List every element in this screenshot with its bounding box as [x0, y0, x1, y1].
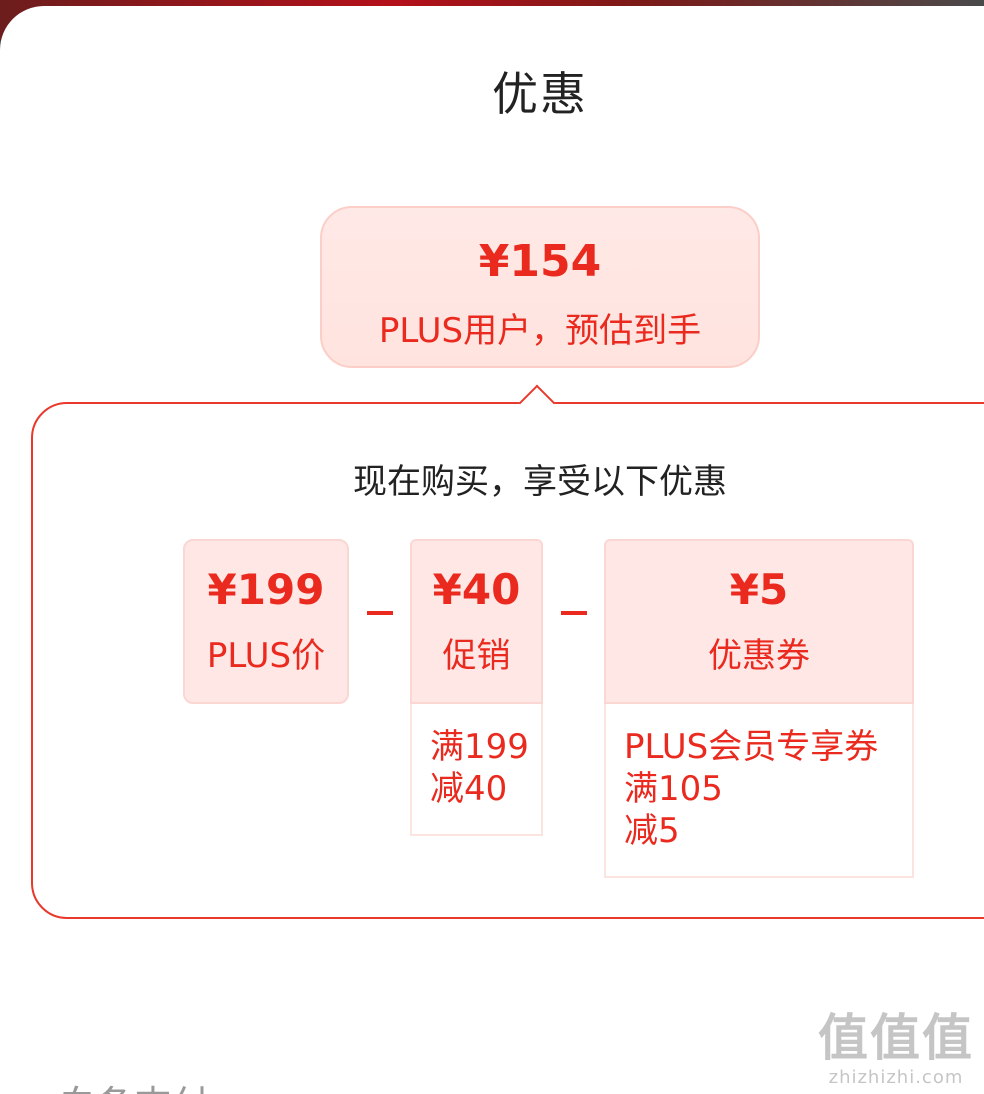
promotion-label: 促销: [442, 636, 511, 676]
coupon-label: 优惠券: [708, 636, 810, 676]
sheet-title: 优惠: [492, 67, 588, 121]
minus-icon: [561, 611, 587, 615]
coupon-detail-line: PLUS会员专享券: [624, 727, 879, 767]
coupon-detail-line: 减5: [624, 811, 680, 851]
promotion-card: ¥40 促销: [410, 539, 543, 704]
promotion-amount: ¥40: [432, 565, 521, 614]
minus-icon: [367, 611, 393, 615]
site-watermark: 值值值 zhizhizhi.com: [818, 1009, 974, 1088]
coupon-amount: ¥5: [729, 565, 789, 614]
coupon-detail-line: 满105: [624, 769, 723, 809]
promotion-detail: 满199 减40: [410, 704, 543, 836]
promotion-detail-line: 减40: [430, 769, 508, 809]
payment-option-label[interactable]: 白条支付: [58, 1074, 210, 1094]
plus-price-card: ¥199 PLUS价: [183, 539, 349, 704]
discount-sheet: 优惠 ¥154 PLUS用户，预估到手 现在购买，享受以下优惠 ¥199 PLU…: [0, 6, 984, 1094]
plus-price-amount: ¥199: [207, 565, 325, 614]
plus-price-label: PLUS价: [206, 636, 326, 676]
promotion-detail-line: 满199: [430, 727, 529, 767]
coupon-detail: PLUS会员专享券 满105 减5: [604, 704, 914, 878]
watermark-logo: 值值值: [818, 1009, 974, 1067]
estimated-price-subtitle: PLUS用户，预估到手: [378, 311, 702, 351]
estimated-price: ¥154: [478, 236, 602, 287]
watermark-url: zhizhizhi.com: [828, 1067, 964, 1088]
estimated-price-box: ¥154 PLUS用户，预估到手: [320, 206, 760, 368]
panel-title: 现在购买，享受以下优惠: [353, 462, 727, 502]
coupon-card: ¥5 优惠券: [604, 539, 914, 704]
